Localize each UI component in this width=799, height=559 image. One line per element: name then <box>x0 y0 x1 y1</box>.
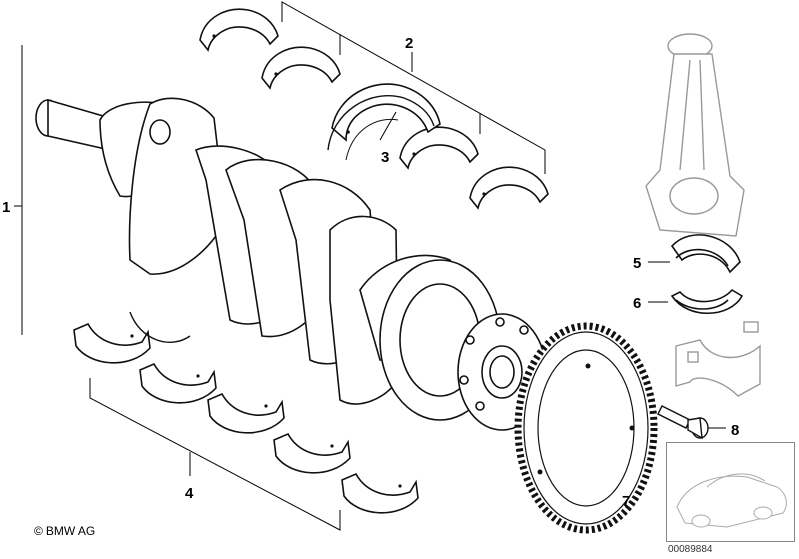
callout-7: 7 <box>622 493 630 510</box>
rod-cap <box>675 321 761 397</box>
document-number: 00089884 <box>668 544 713 555</box>
thrust-bearing <box>327 83 441 161</box>
callout-6: 6 <box>633 295 641 312</box>
connecting-rod <box>645 33 745 237</box>
crankshaft <box>35 97 547 431</box>
callout-5: 5 <box>633 255 641 272</box>
bolt <box>657 405 709 440</box>
callout-1: 1 <box>2 199 10 216</box>
lower-bearing-shells <box>73 311 419 514</box>
callout-3: 3 <box>381 149 389 166</box>
leader-line-1 <box>14 45 23 335</box>
copyright-notice: ©BMW AG <box>34 524 95 538</box>
leader-line-3 <box>379 111 397 141</box>
gear-ring <box>514 322 658 534</box>
leader-line-4 <box>89 378 341 531</box>
car-icon <box>676 473 787 528</box>
callout-2: 2 <box>405 35 413 52</box>
rod-bearing-shells <box>670 234 744 315</box>
copyright-symbol: © <box>34 524 43 538</box>
car-thumbnail <box>666 442 795 542</box>
copyright-text: BMW AG <box>45 524 96 538</box>
leader-line-2 <box>281 1 546 174</box>
callout-8: 8 <box>731 422 739 439</box>
callout-4: 4 <box>185 485 194 502</box>
